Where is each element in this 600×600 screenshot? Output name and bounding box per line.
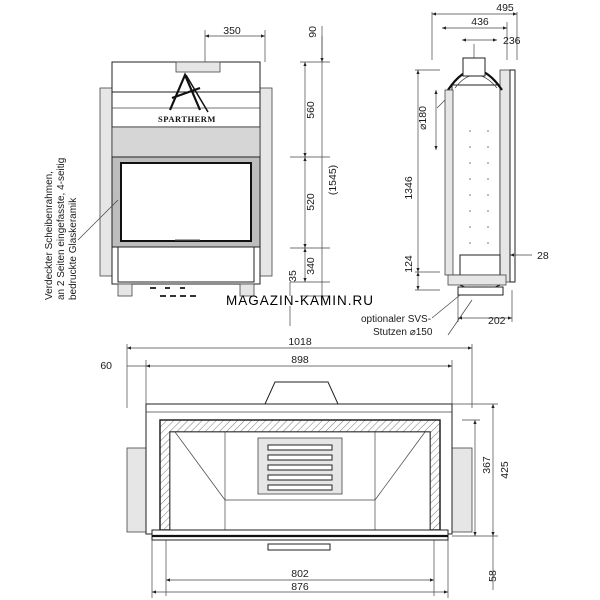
side-rear-panel [499, 69, 511, 283]
dim-1346: 1346 [403, 176, 415, 200]
top-flue-outline [264, 381, 339, 405]
dim-236: 236 [503, 35, 521, 47]
spartherm-logo: SPARTHERM [158, 72, 216, 124]
dim-495: 495 [496, 2, 514, 14]
front-plinth [117, 246, 255, 283]
front-left-foot [117, 283, 133, 297]
dim-425: 425 [499, 461, 511, 479]
brand-label: SPARTHERM [158, 114, 216, 124]
dim-1018: 1018 [288, 336, 312, 348]
front-left-side-panel [99, 87, 113, 277]
svs-note-line-2: Stutzen ⌀150 [373, 327, 433, 338]
top-right-wing [451, 447, 473, 533]
dim-367: 367 [481, 456, 493, 474]
top-view: 1018 60 898 [100, 336, 511, 598]
side-body [451, 84, 501, 276]
glass-pane [120, 162, 252, 242]
front-right-foot [239, 283, 255, 297]
side-front-edge [444, 89, 454, 276]
dim-d180: ⌀180 [417, 106, 429, 130]
dim-876: 876 [291, 581, 309, 593]
svs-note-line-1: optionaler SVS- [361, 314, 431, 325]
dim-898: 898 [291, 354, 309, 366]
note-line-1: Verdeckter Scheibenrahmen, [44, 171, 55, 300]
front-mid-band [111, 126, 261, 158]
dim-1545: (1545) [327, 165, 339, 195]
front-right-side-panel [259, 87, 273, 277]
side-view: 495 436 236 ⌀180 1346 124 [361, 2, 549, 338]
note-line-3: bedruckte Glaskeramik [68, 197, 79, 300]
door-handle [267, 543, 331, 551]
dim-340: 340 [305, 257, 317, 275]
dim-60: 60 [100, 360, 112, 372]
dim-436: 436 [471, 16, 489, 28]
watermark: MAGAZIN-KAMIN.RU [226, 293, 374, 308]
dim-520: 520 [305, 193, 317, 211]
dim-124: 124 [403, 255, 415, 273]
glass-frame-note: Verdeckter Scheibenrahmen, an 2 Seiten e… [44, 158, 119, 300]
dim-802: 802 [291, 568, 309, 580]
dim-90: 90 [307, 26, 319, 38]
dim-28: 28 [537, 250, 549, 262]
front-view: SPARTHERM 350 90 560 520 (1545) 3 [44, 25, 339, 326]
grate-bars [267, 444, 333, 491]
note-line-2: an 2 Seiten eingefasste, 4-seitig [56, 158, 67, 300]
top-left-wing [126, 447, 148, 533]
dim-202: 202 [488, 315, 506, 327]
dim-35: 35 [287, 270, 299, 282]
side-base [447, 274, 507, 286]
dim-58: 58 [487, 570, 499, 582]
flue-collar [175, 61, 221, 73]
dim-560: 560 [305, 101, 317, 119]
dim-350: 350 [223, 25, 241, 37]
